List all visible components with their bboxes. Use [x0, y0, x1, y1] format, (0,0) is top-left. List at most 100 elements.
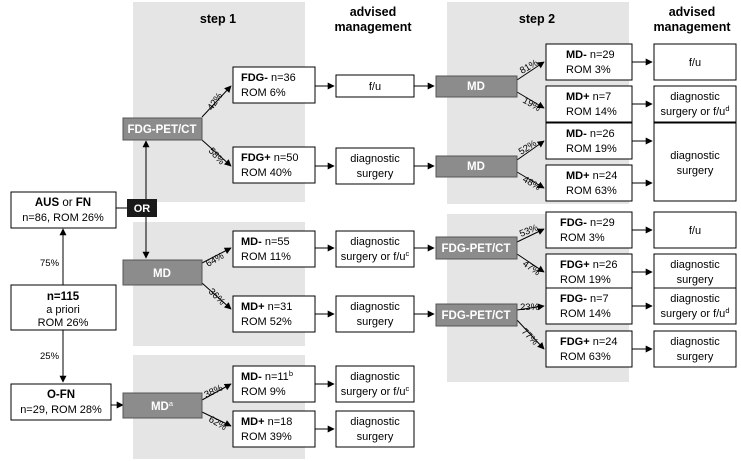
svg-text:MD- n=26: MD- n=26 — [566, 128, 615, 140]
svg-text:FDG- n=7: FDG- n=7 — [560, 293, 609, 305]
test-box-pet-2c: FDG-PET/CT — [435, 236, 518, 260]
s2-result-d-pos: FDG+ n=24 ROM 63% — [545, 330, 633, 368]
svg-text:MD+ n=18: MD+ n=18 — [241, 416, 292, 428]
svg-text:O-FN: O-FN — [47, 389, 75, 401]
s2-mgmt-surgery: diagnostic surgery — [653, 253, 737, 291]
result-ofn-pos: MD+ n=18 ROM 39% — [232, 410, 316, 448]
advised-header-1: management — [334, 20, 412, 34]
step1-header: step 1 — [200, 12, 236, 26]
svg-text:MD+ n=7: MD+ n=7 — [566, 91, 611, 103]
advised-header-1: advised — [350, 5, 397, 19]
svg-text:ROM 19%: ROM 19% — [566, 143, 617, 155]
svg-text:surgery: surgery — [677, 165, 714, 177]
s2-mgmt-surgery-or-fu: diagnostic surgery or f/ud — [653, 85, 737, 123]
svg-text:FDG-PET/CT: FDG-PET/CT — [442, 310, 511, 322]
pct-root-aus: 75% — [40, 258, 60, 269]
result-ofn-neg: MD- n=11b ROM 9% — [232, 365, 316, 403]
svg-text:FDG+ n=50: FDG+ n=50 — [241, 152, 299, 164]
s2-mgmt-surgery: diagnostic surgery — [653, 330, 737, 368]
s2-result-a-neg: MD- n=29 ROM 3% — [545, 43, 633, 81]
svg-text:ROM 40%: ROM 40% — [241, 167, 292, 179]
or-box: OR — [127, 199, 157, 217]
svg-text:f/u: f/u — [689, 57, 701, 69]
step2-header: step 2 — [519, 12, 555, 26]
svg-text:FDG- n=29: FDG- n=29 — [560, 217, 615, 229]
svg-text:diagnostic: diagnostic — [670, 293, 720, 305]
svg-text:surgery: surgery — [357, 168, 394, 180]
svg-text:surgery or f/uc: surgery or f/uc — [341, 384, 410, 398]
s2-result-a-pos: MD+ n=7 ROM 14% — [545, 85, 633, 123]
svg-text:ROM 9%: ROM 9% — [241, 386, 286, 398]
s2-mgmt-fu: f/u — [653, 211, 737, 249]
mgmt-surgery-or-fu: diagnostic surgery or f/uc — [335, 230, 415, 268]
svg-text:surgery: surgery — [677, 274, 714, 286]
svg-text:MD: MD — [153, 268, 171, 280]
result-md-pos: MD+ n=31 ROM 52% — [232, 295, 316, 333]
svg-text:diagnostic: diagnostic — [670, 91, 720, 103]
svg-text:ROM 19%: ROM 19% — [560, 274, 611, 286]
svg-text:FDG+ n=26: FDG+ n=26 — [560, 259, 618, 271]
result-fdg-neg: FDG- n=36 ROM 6% — [232, 66, 316, 104]
svg-text:surgery: surgery — [357, 431, 394, 443]
result-fdg-pos: FDG+ n=50 ROM 40% — [232, 146, 316, 184]
test-box-md: MD — [122, 259, 203, 286]
svg-text:ROM 11%: ROM 11% — [241, 251, 291, 263]
svg-text:diagnostic: diagnostic — [350, 301, 400, 313]
advised-header-2: management — [653, 20, 731, 34]
svg-text:FDG-PET/CT: FDG-PET/CT — [442, 243, 511, 255]
svg-text:ROM 39%: ROM 39% — [241, 431, 292, 443]
svg-text:FDG-PET/CT: FDG-PET/CT — [128, 124, 197, 136]
result-md-neg: MD- n=55 ROM 11% — [232, 230, 316, 268]
svg-text:diagnostic: diagnostic — [350, 371, 400, 383]
mgmt-fu: f/u — [335, 74, 415, 98]
test-box-pet: FDG-PET/CT — [122, 117, 203, 141]
svg-text:surgery or f/uc: surgery or f/uc — [341, 249, 410, 263]
svg-text:ROM 3%: ROM 3% — [560, 232, 605, 244]
svg-text:n=29, ROM 28%: n=29, ROM 28% — [20, 404, 102, 416]
s2-mgmt-surgery: diagnostic surgery — [653, 122, 737, 202]
svg-text:ROM 3%: ROM 3% — [566, 64, 611, 76]
svg-text:ROM 14%: ROM 14% — [566, 106, 617, 118]
svg-text:surgery or f/ud: surgery or f/ud — [661, 104, 730, 118]
mgmt-surgery: diagnostic surgery — [335, 410, 415, 448]
mgmt-surgery: diagnostic surgery — [335, 295, 415, 333]
svg-text:FDG+ n=24: FDG+ n=24 — [560, 336, 618, 348]
pct-root-ofn: 25% — [40, 351, 60, 362]
aus-fn-box: AUS or FN n=86, ROM 26% — [10, 191, 117, 229]
svg-text:AUS or FN: AUS or FN — [35, 197, 91, 209]
svg-text:n=86, ROM 26%: n=86, ROM 26% — [22, 212, 104, 224]
test-box-pet-2d: FDG-PET/CT — [435, 303, 518, 327]
svg-text:MD- n=29: MD- n=29 — [566, 49, 615, 61]
svg-text:diagnostic: diagnostic — [670, 259, 720, 271]
svg-text:OR: OR — [134, 203, 151, 215]
svg-text:MD+ n=24: MD+ n=24 — [566, 170, 617, 182]
svg-text:ROM 14%: ROM 14% — [560, 308, 611, 320]
svg-text:diagnostic: diagnostic — [350, 153, 400, 165]
svg-text:MD- n=11b: MD- n=11b — [241, 369, 293, 383]
svg-text:diagnostic: diagnostic — [670, 336, 720, 348]
svg-text:diagnostic: diagnostic — [350, 236, 400, 248]
svg-text:ROM 63%: ROM 63% — [560, 351, 611, 363]
svg-text:diagnostic: diagnostic — [350, 416, 400, 428]
svg-text:ROM 52%: ROM 52% — [241, 316, 292, 328]
test-box-md-ofn: MDa — [122, 392, 203, 419]
s2-result-b-pos: MD+ n=24 ROM 63% — [545, 164, 633, 202]
root-box: n=115 a priori ROM 26% — [10, 284, 117, 331]
svg-text:f/u: f/u — [689, 225, 701, 237]
s2-result-c-neg: FDG- n=29 ROM 3% — [545, 211, 633, 249]
svg-text:MD: MD — [467, 161, 485, 173]
svg-text:MD+ n=31: MD+ n=31 — [241, 301, 292, 313]
s2-result-b-neg: MD- n=26 ROM 19% — [545, 122, 633, 160]
s2-mgmt-fu: f/u — [653, 43, 737, 81]
s2-result-c-pos: FDG+ n=26 ROM 19% — [545, 253, 633, 291]
advised-header-2: advised — [669, 5, 716, 19]
mgmt-surgery-or-fu: diagnostic surgery or f/uc — [335, 365, 415, 403]
svg-text:MD- n=55: MD- n=55 — [241, 236, 290, 248]
svg-text:a priori: a priori — [46, 304, 80, 316]
svg-text:f/u: f/u — [369, 81, 381, 93]
svg-text:FDG- n=36: FDG- n=36 — [241, 72, 296, 84]
svg-text:surgery: surgery — [357, 316, 394, 328]
svg-text:ROM 6%: ROM 6% — [241, 87, 286, 99]
mgmt-surgery: diagnostic surgery — [335, 147, 415, 185]
